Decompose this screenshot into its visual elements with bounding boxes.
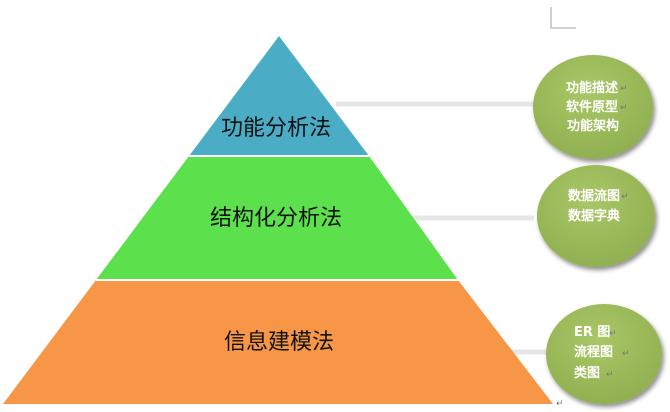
tier-label-top: 功能分析法	[221, 116, 331, 141]
paragraph-mark: ↵	[556, 399, 564, 409]
paragraph-mark: ↵	[621, 192, 629, 202]
bubble-middle: 数据流图 数据字典 ↵	[537, 165, 655, 267]
bubble-text: 软件原型	[566, 99, 618, 115]
pyramid-tier-middle	[96, 156, 458, 280]
bubble-text: 类图	[574, 365, 600, 381]
bubble-text: 流程图	[574, 344, 613, 360]
bubble-text: 数据字典	[568, 208, 620, 224]
bubble-text: 数据流图	[568, 188, 620, 204]
page-corner-mark	[550, 7, 576, 29]
bubble-circle	[537, 165, 655, 267]
pyramid-tier-top	[189, 36, 369, 156]
paragraph-mark: ↵	[606, 370, 614, 380]
tier-label-middle: 结构化分析法	[210, 206, 342, 231]
pyramid-tier-bottom	[3, 280, 553, 404]
bubble-circle	[546, 304, 662, 404]
paragraph-mark: ↵	[609, 329, 617, 339]
bubble-circle	[533, 55, 653, 159]
bubble-text: 功能架构	[567, 118, 619, 134]
tier-label-bottom: 信息建模法	[224, 330, 334, 355]
bubble-top: 功能描述 软件原型 功能架构 ↵ ↵	[533, 55, 653, 159]
bubble-text: 功能描述	[566, 80, 618, 96]
paragraph-mark: ↵	[622, 349, 630, 359]
paragraph-mark: ↵	[620, 84, 628, 94]
paragraph-mark: ↵	[620, 103, 628, 113]
bubble-bottom: ER 图 流程图 类图 ↵ ↵ ↵	[546, 304, 662, 404]
bubble-text: ER 图	[574, 325, 610, 340]
